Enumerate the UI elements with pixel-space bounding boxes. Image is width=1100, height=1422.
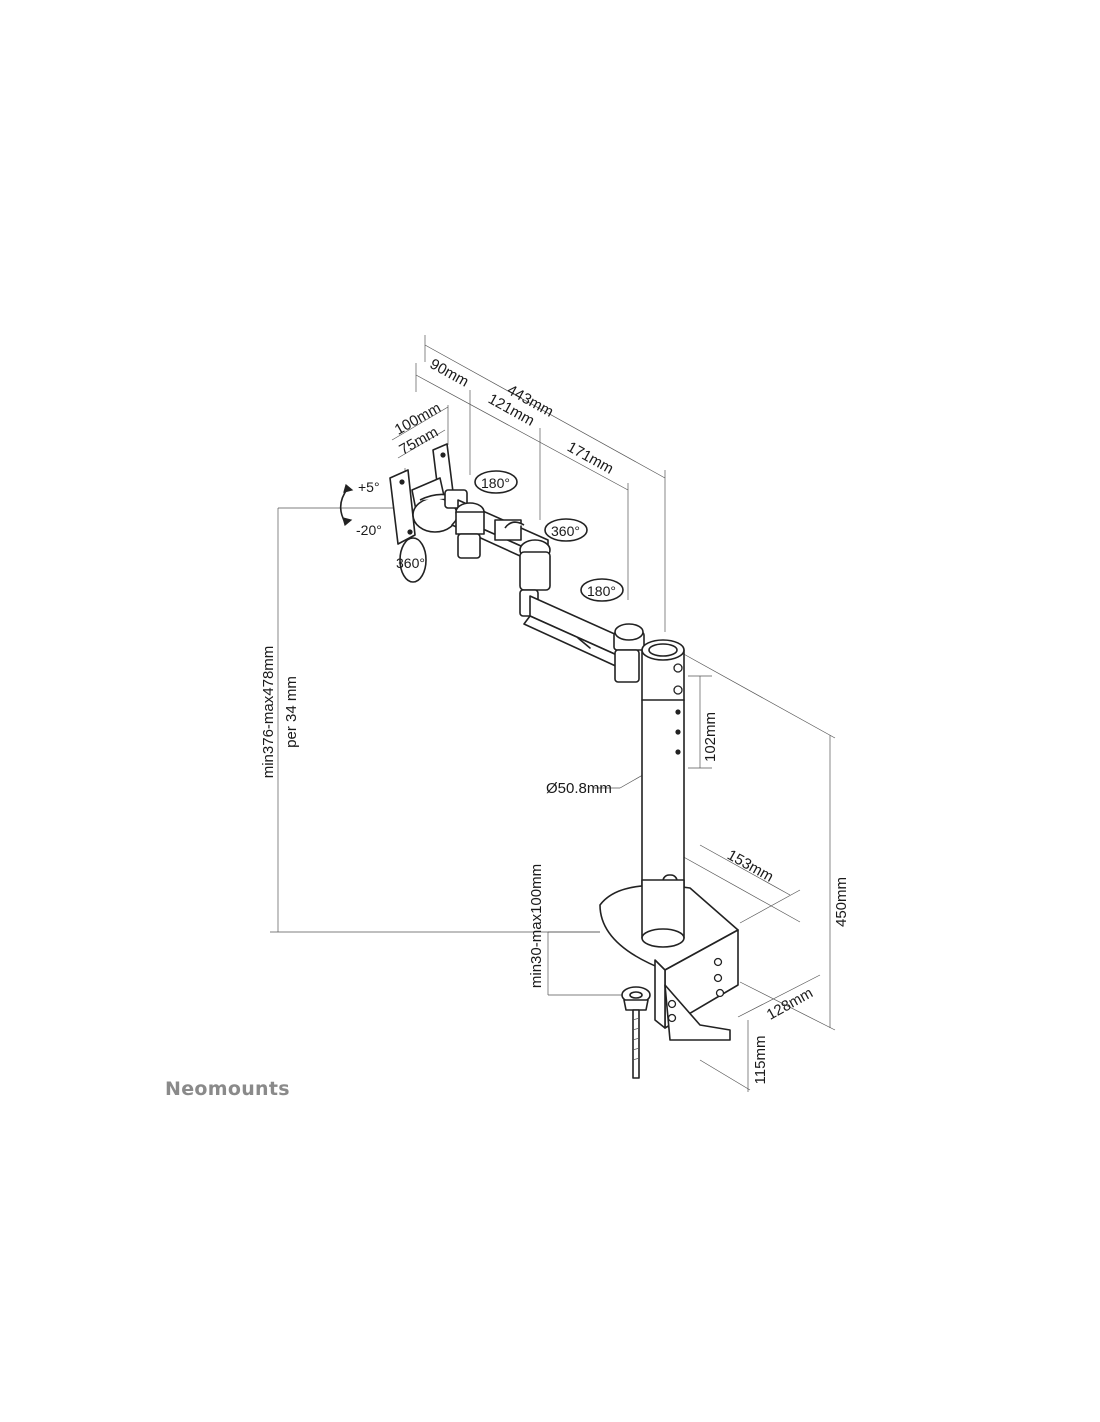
- tilt-arrow-icon: [339, 487, 349, 523]
- dim-102mm: 102mm: [702, 712, 719, 762]
- dim-height-range: min376-max478mm: [260, 646, 277, 779]
- dim-90mm: 90mm: [427, 356, 472, 391]
- label-rotate-360: 360°: [396, 555, 425, 571]
- swivel-360-icon: [544, 518, 588, 542]
- label-swivel-360: 360°: [551, 523, 580, 539]
- rotation-indicators: [339, 470, 624, 602]
- dim-pole-diameter: Ø50.8mm: [546, 780, 612, 797]
- label-tilt-up: +5°: [358, 479, 380, 495]
- swivel-180-icon-1: [474, 470, 518, 494]
- vesa-head: [389, 443, 468, 545]
- dimension-lines: [270, 335, 836, 1092]
- label-swivel-180-a: 180°: [481, 475, 510, 491]
- rotate-360-icon: [399, 537, 427, 583]
- dim-171mm: 171mm: [564, 439, 616, 478]
- brand-logo: Neomounts: [165, 1078, 290, 1100]
- dim-153mm: 153mm: [724, 847, 776, 886]
- swivel-180-icon-2: [580, 578, 624, 602]
- label-swivel-180-b: 180°: [587, 583, 616, 599]
- label-tilt-down: -20°: [356, 522, 382, 538]
- dimension-labels: 443mm 90mm 121mm 171mm 100mm 75mm +5° -2…: [260, 356, 850, 1085]
- arm-segment-2: [519, 551, 645, 683]
- dim-115mm: 115mm: [752, 1036, 769, 1085]
- dim-height-step: per 34 mm: [283, 676, 300, 748]
- dim-desk-thickness: min30-max100mm: [528, 864, 545, 988]
- desk-clamp: [599, 879, 739, 1079]
- dim-450mm: 450mm: [833, 877, 850, 927]
